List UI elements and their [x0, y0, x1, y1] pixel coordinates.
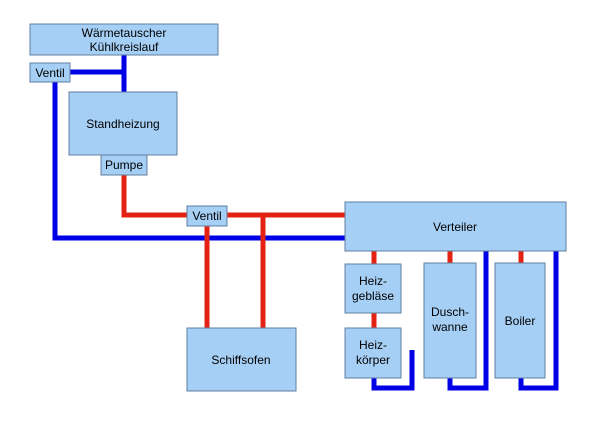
ventil-oben-box: Ventil	[29, 62, 71, 83]
duschwanne-box: Dusch- wanne	[423, 262, 477, 379]
standheizung-label: Standheizung	[86, 117, 159, 131]
heizgeblaese-label-line2: gebläse	[352, 289, 394, 303]
pipe-cold-dusch-loop	[447, 251, 489, 391]
waermetauscher-label-line1: Wärmetauscher	[82, 26, 167, 40]
waermetauscher-box: Wärmetauscher Kühlkreislauf	[29, 23, 219, 56]
hot-pipes	[121, 175, 524, 328]
heizgeblaese-box: Heiz- gebläse	[344, 263, 402, 314]
boiler-box: Boiler	[494, 262, 546, 379]
pipe-cold-main-return	[52, 82, 345, 241]
heizkoerper-box: Heiz- körper	[344, 327, 402, 379]
schiffsofen-label: Schiffsofen	[211, 353, 270, 367]
heizkoerper-label-line2: körper	[356, 353, 390, 367]
boiler-label: Boiler	[505, 314, 536, 328]
verteiler-box: Verteiler	[344, 201, 567, 252]
verteiler-label: Verteiler	[433, 220, 477, 234]
pipe-hot-pump-out	[121, 175, 345, 218]
ventil-mitte-label: Ventil	[192, 209, 221, 223]
pumpe-label: Pumpe	[105, 158, 143, 172]
heizkoerper-label-line1: Heiz-	[359, 338, 387, 352]
standheizung-box: Standheizung	[68, 91, 178, 156]
pipe-cold-boiler-loop	[518, 251, 559, 391]
ventil-mitte-box: Ventil	[186, 205, 228, 227]
waermetauscher-label-line2: Kühlkreislauf	[90, 40, 159, 54]
schiffsofen-box: Schiffsofen	[186, 327, 297, 392]
ventil-oben-label: Ventil	[35, 66, 64, 80]
duschwanne-label-line2: wanne	[431, 320, 468, 334]
pumpe-box: Pumpe	[100, 154, 148, 176]
duschwanne-label-line1: Dusch-	[431, 305, 469, 319]
heizgeblaese-label-line1: Heiz-	[359, 274, 387, 288]
